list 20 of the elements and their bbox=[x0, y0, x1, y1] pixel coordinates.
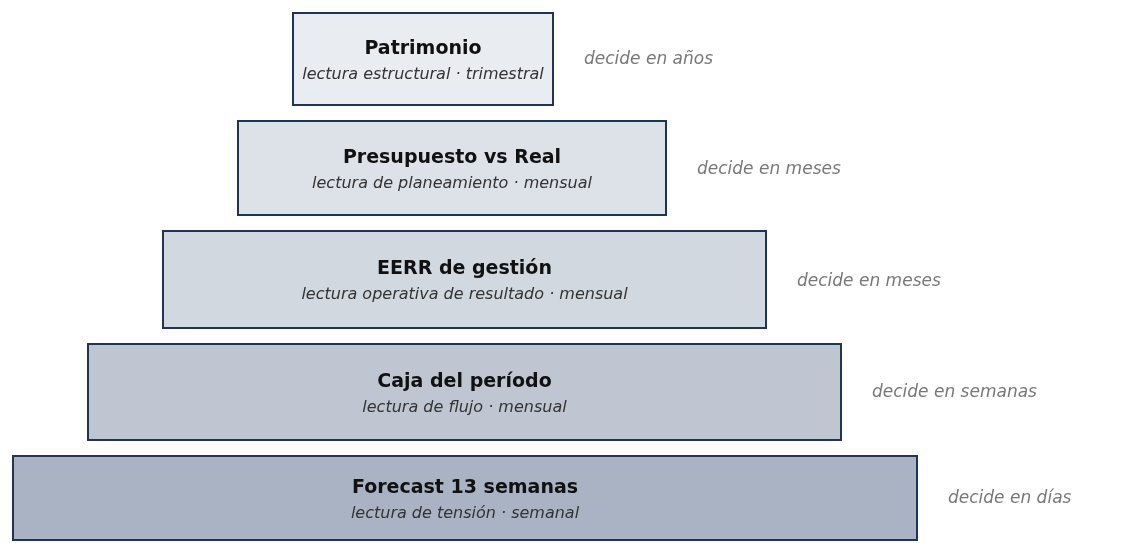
level-title: EERR de gestión bbox=[377, 256, 552, 278]
level-subtitle: lectura de flujo · mensual bbox=[362, 396, 567, 416]
horizon-note: decide en años bbox=[584, 48, 714, 68]
level-title: Forecast 13 semanas bbox=[351, 474, 579, 497]
level-box bbox=[162, 230, 767, 329]
horizon-note: decide en semanas bbox=[872, 381, 1037, 401]
level-subtitle: lectura de planeamiento · mensual bbox=[312, 172, 592, 192]
level-box bbox=[12, 455, 918, 541]
level-title: Patrimonio bbox=[364, 35, 482, 58]
level-title: Presupuesto vs Real bbox=[342, 144, 562, 167]
horizon-note: decide en días bbox=[948, 487, 1072, 507]
level-subtitle: lectura estructural · trimestral bbox=[302, 63, 544, 83]
level-box bbox=[237, 120, 667, 216]
level-box bbox=[87, 343, 842, 441]
level-title: Caja del período bbox=[377, 368, 552, 391]
horizon-note: decide en meses bbox=[797, 270, 941, 290]
horizon-note: decide en meses bbox=[697, 158, 841, 178]
level-subtitle: lectura operativa de resultado · mensual bbox=[301, 284, 628, 303]
level-box bbox=[292, 12, 554, 106]
level-subtitle: lectura de tensión · semanal bbox=[350, 502, 580, 522]
